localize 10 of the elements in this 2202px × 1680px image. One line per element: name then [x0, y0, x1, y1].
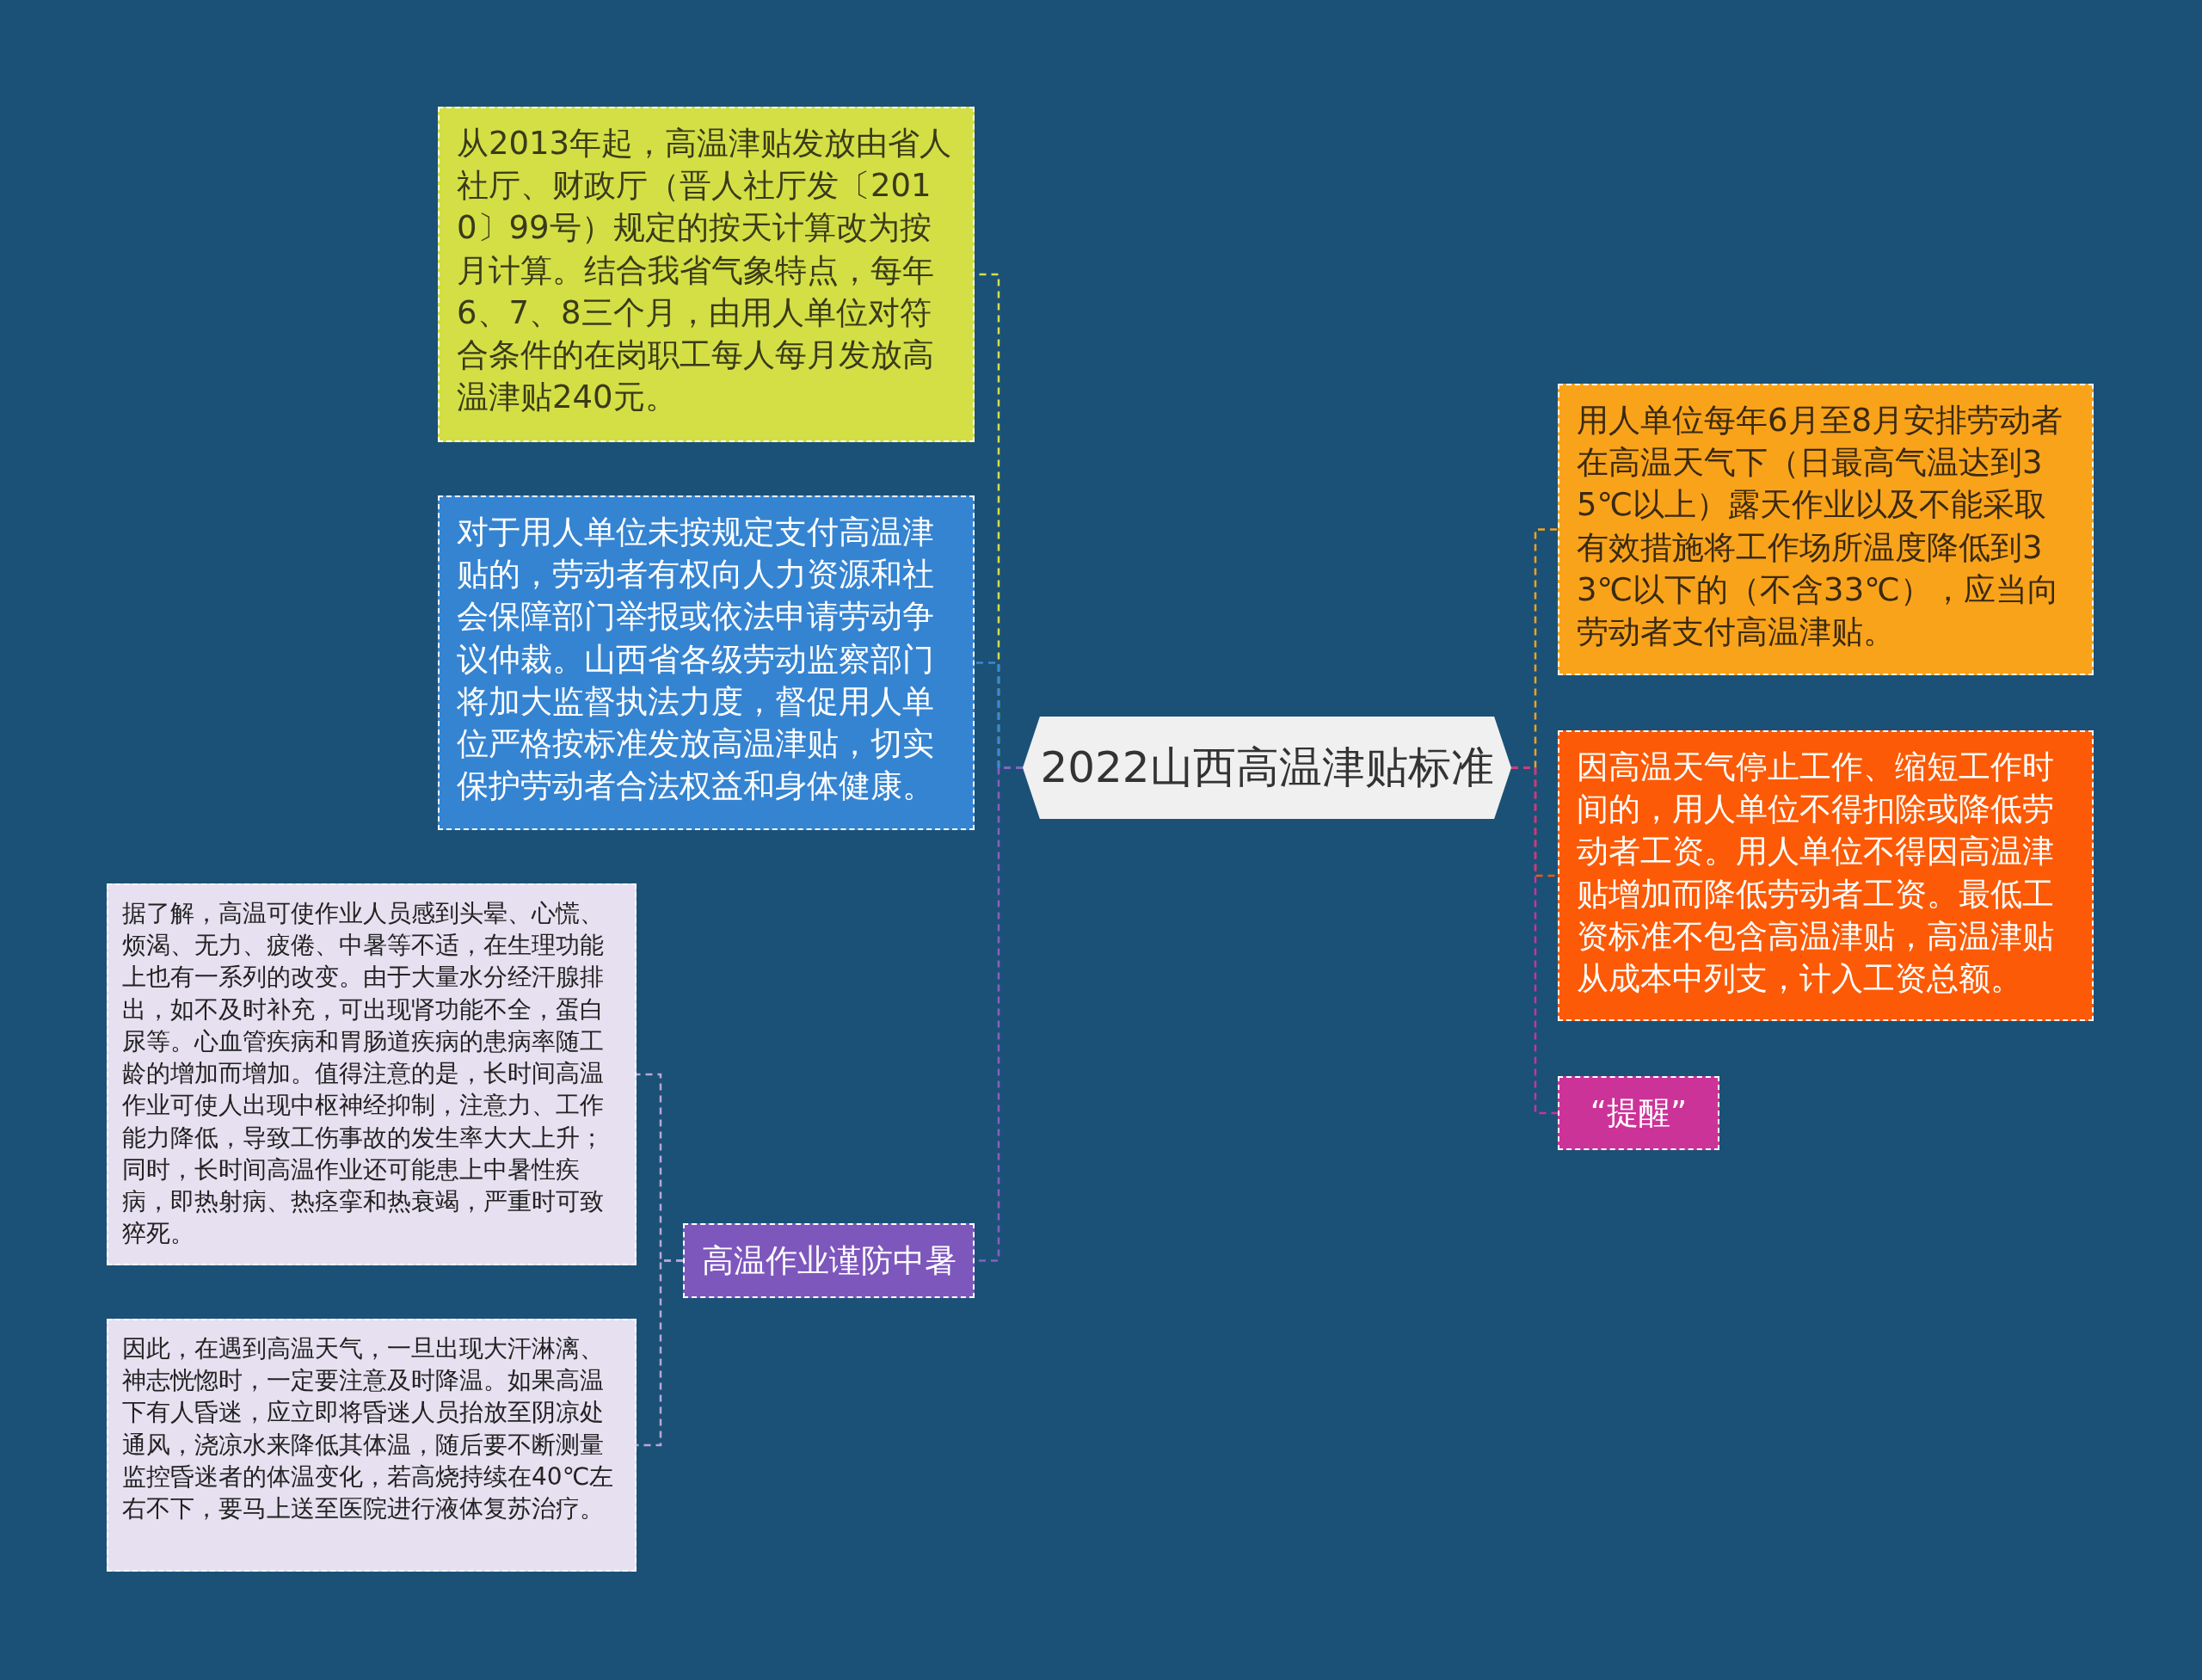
note-card: 对于用人单位未按规定支付高温津贴的，劳动者有权向人力资源和社会保障部门举报或依法申请劳动争议仲裁。山西省各级劳动监察部门将加大监督执法力度，督促用人单位严格按标准发放高温津贴，切实保护劳动者合法权益和身体健康。 [438, 495, 975, 830]
topic-box: 高温作业谨防中暑 [683, 1223, 975, 1298]
connector-line [1511, 766, 1558, 1115]
note-card: 从2013年起，高温津贴发放由省人社厅、财政厅（晋人社厅发〔2010〕99号）规定的按天计算改为按月计算。结合我省气象特点，每年6、7、8三个月，由用人单位对符合条件的在岗职工每人每月发放高温津贴240元。 [438, 107, 975, 442]
note-card: 因此，在遇到高温天气，一旦出现大汗淋漓、神志恍惚时，一定要注意及时降温。如果高温下有人昏迷，应立即将昏迷人员抬放至阴凉处通风，浇凉水来降低其体温，随后要不断测量监控昏迷者的体温变化，若高烧持续在40℃左右不下，要马上送至医院进行液体复苏治疗。 [107, 1319, 637, 1572]
note-card: 据了解，高温可使作业人员感到头晕、心慌、烦渴、无力、疲倦、中暑等不适，在生理功能上也有一系列的改变。由于大量水分经汗腺排出，如不及时补充，可出现肾功能不全，蛋白尿等。心血管疾病和胃肠道疾病的患病率随工龄的增加而增加。值得注意的是，长时间高温作业可使人出现中枢神经抑制，注意力、工作能力降低，导致工伤事故的发生率大大上升；同时，长时间高温作业还可能患上中暑性疾病，即热射病、热痉挛和热衰竭，严重时可致猝死。 [107, 883, 637, 1265]
connector-line [637, 1259, 683, 1447]
note-card: 用人单位每年6月至8月安排劳动者在高温天气下（日最高气温达到35℃以上）露天作业以及不能采取有效措施将工作场所温度降低到33℃以下的（不含33℃），应当向劳动者支付高温津贴。 [1558, 384, 2094, 675]
topic-box: “提醒” [1558, 1076, 1719, 1150]
note-card: 因高温天气停止工作、缩短工作时间的，用人单位不得扣除或降低劳动者工资。用人单位不得因高温津贴增加而降低劳动者工资。最低工资标准不包含高温津贴，高温津贴从成本中列支，计入工资总额。 [1558, 730, 2094, 1021]
